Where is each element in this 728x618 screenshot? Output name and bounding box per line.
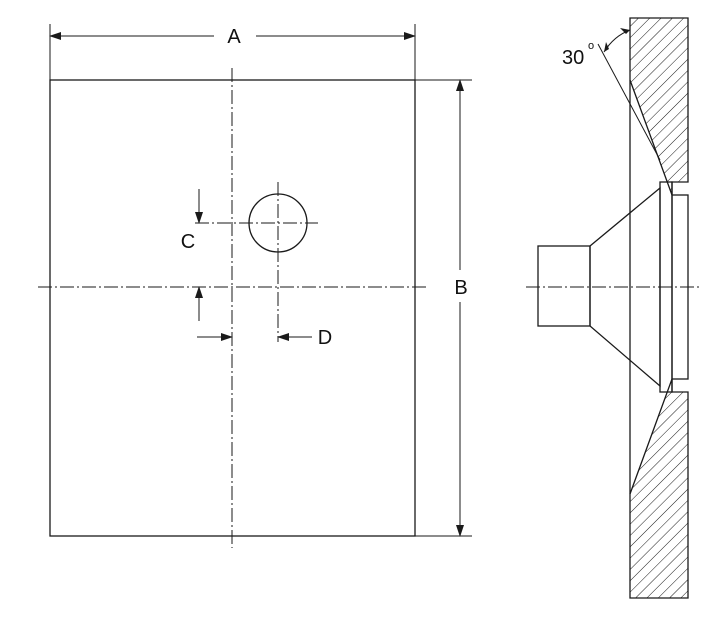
dimension-d-label: D xyxy=(318,327,332,349)
dimension-b-label: B xyxy=(454,277,467,299)
wall-section-upper xyxy=(629,17,689,196)
dimension-a-label: A xyxy=(227,26,241,48)
front-view: A B C D xyxy=(38,24,472,548)
wall-section-lower xyxy=(629,378,689,599)
angle-arrow-left xyxy=(604,42,609,52)
dimension-c-label: C xyxy=(181,231,195,253)
angle-reference-line xyxy=(597,43,661,161)
cylinder-body xyxy=(537,245,591,327)
angle-label: 30 xyxy=(562,47,584,69)
angle-arrow-right xyxy=(620,28,630,34)
degree-symbol: o xyxy=(588,40,594,52)
side-section-view: 30 o xyxy=(526,17,700,599)
